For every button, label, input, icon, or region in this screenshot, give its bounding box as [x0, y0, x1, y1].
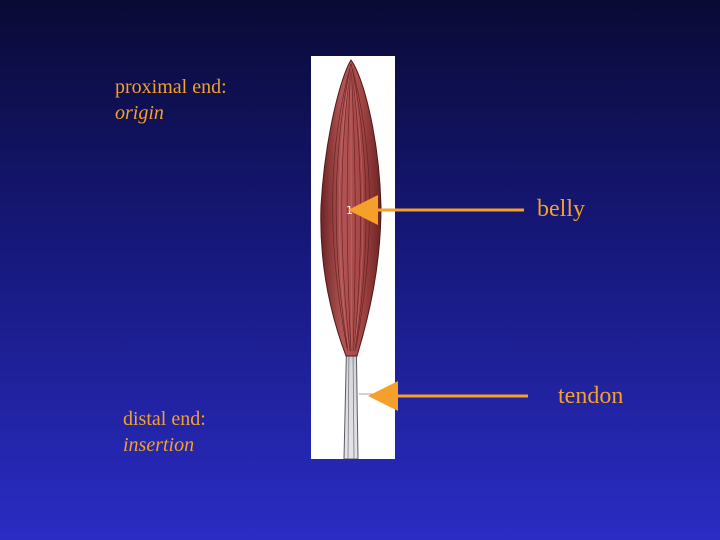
- tendon-label: tendon: [558, 383, 624, 409]
- muscle-fibers: [332, 63, 370, 352]
- belly-label: belly: [537, 196, 585, 222]
- insertion-term: insertion: [123, 434, 195, 456]
- origin-term: origin: [115, 102, 164, 124]
- muscle-illustration: 1 2: [311, 56, 395, 459]
- tendon-number-marker: 2: [384, 390, 390, 401]
- distal-end-label: distal end: insertion: [123, 406, 206, 458]
- proximal-end-title: proximal end:: [115, 76, 227, 98]
- belly-number-marker: 1: [346, 204, 353, 217]
- distal-end-title: distal end:: [123, 408, 206, 430]
- proximal-end-label: proximal end: origin: [115, 74, 227, 126]
